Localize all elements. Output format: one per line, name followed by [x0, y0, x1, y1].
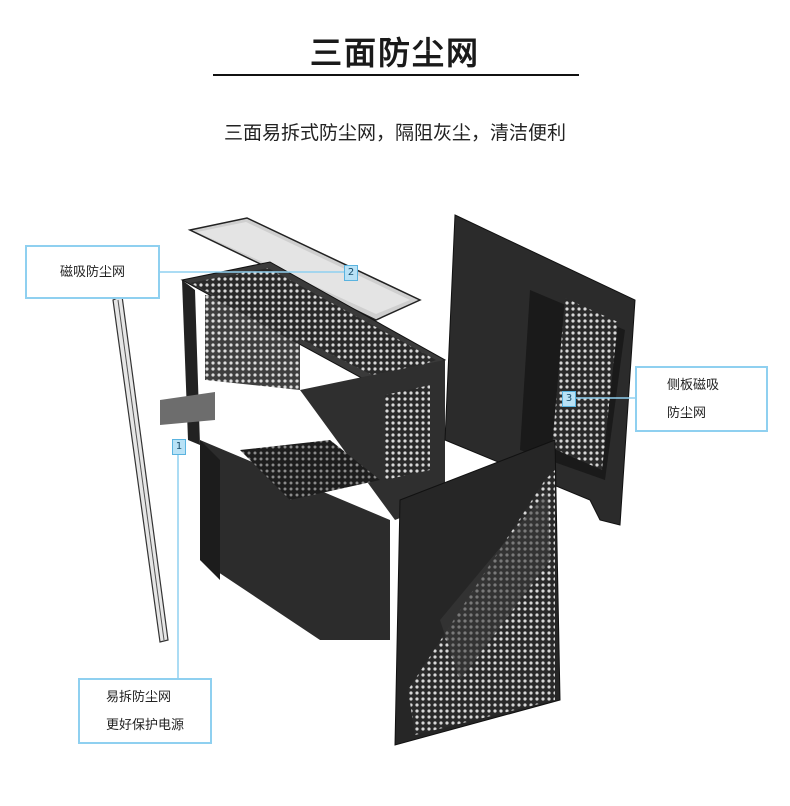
- bottom-dust-filter: [112, 295, 169, 643]
- page-subtitle: 三面易拆式防尘网，隔阻灰尘，清洁便利: [223, 122, 566, 144]
- callout-side-dust-filter: 侧板磁吸 防尘网: [635, 366, 768, 432]
- callout-label: 防尘网: [667, 406, 707, 421]
- callout-label: 侧板磁吸: [667, 378, 720, 393]
- callout-number-1: 1: [172, 439, 186, 455]
- callout-number-2: 2: [344, 265, 358, 281]
- title-underline: [213, 74, 579, 76]
- page-title: 三面防尘网: [309, 34, 480, 72]
- callout-bottom-dust-filter: 易拆防尘网 更好保护电源: [78, 678, 212, 744]
- callout-label: 磁吸防尘网: [60, 265, 126, 280]
- side-panel: [444, 214, 636, 526]
- callout-label: 更好保护电源: [106, 718, 185, 733]
- callout-number-3: 3: [562, 391, 576, 407]
- callout-label: 易拆防尘网: [106, 690, 172, 705]
- front-panel: [394, 439, 561, 746]
- callout-top-dust-filter: 磁吸防尘网: [25, 245, 160, 299]
- callout-leaders: [160, 271, 637, 680]
- case-body: [160, 261, 447, 640]
